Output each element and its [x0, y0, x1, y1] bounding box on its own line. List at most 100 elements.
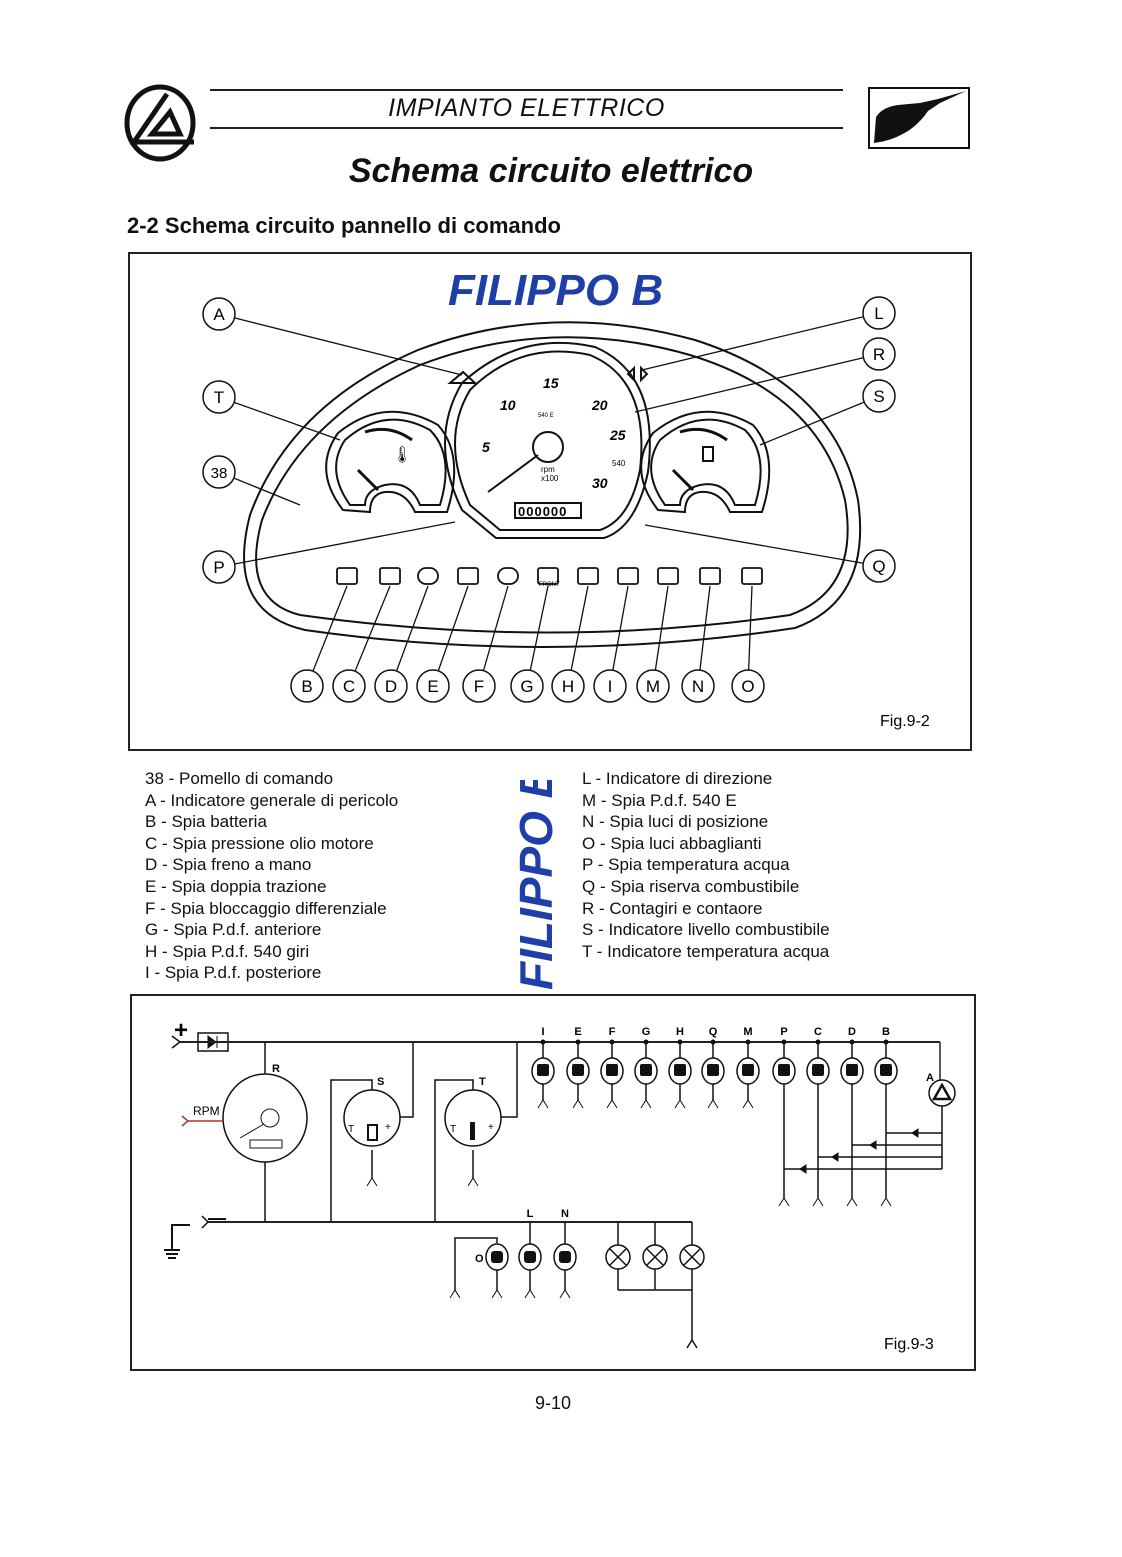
svg-text:C: C: [814, 1026, 822, 1038]
svg-text:R: R: [272, 1063, 280, 1075]
figure-caption: Fig.9-2: [880, 713, 930, 730]
hand-pointer-icon: [868, 87, 970, 149]
section-header: IMPIANTO ELETTRICO: [388, 94, 665, 122]
pto-label: 540 E: [538, 413, 554, 419]
legend-left: 38 - Pomello di comando A - Indicatore g…: [145, 768, 398, 984]
legend-item: L - Indicatore di direzione: [582, 769, 773, 788]
legend-item: 38 - Pomello di comando: [145, 769, 334, 788]
negative-terminal-label: —: [208, 1208, 226, 1228]
svg-text:G: G: [520, 677, 533, 696]
svg-text:L: L: [527, 1208, 534, 1220]
warning-triangle-icon: [447, 370, 478, 384]
page-title: Schema circuito elettrico: [348, 152, 754, 190]
callout-M: M: [636, 669, 670, 703]
svg-text:F: F: [609, 1026, 616, 1038]
legend-item: P - Spia temperatura acqua: [582, 855, 790, 875]
legend-item: E - Spia doppia trazione: [145, 876, 327, 896]
legend-item: H - Spia P.d.f. 540 giri: [145, 941, 310, 961]
tachometer-symbol: [222, 1073, 308, 1163]
callout-L: L: [862, 296, 896, 330]
lamp-n: [553, 1222, 577, 1290]
indicator-icon-m: [657, 567, 679, 585]
callout-R: R: [862, 337, 896, 371]
svg-text:C: C: [343, 677, 355, 696]
lamp-c: C: [806, 1026, 830, 1207]
svg-text:🌡: 🌡: [392, 446, 412, 464]
tacho-unit: rpm: [541, 465, 555, 474]
svg-text:M: M: [743, 1026, 752, 1038]
svg-text:E: E: [574, 1026, 581, 1038]
rpm-input-label: RPM: [193, 1104, 220, 1118]
svg-text:O: O: [475, 1253, 484, 1265]
indicator-icon-i: [617, 567, 639, 585]
pto-label: 540: [612, 459, 626, 468]
lamp-m: M: [736, 1026, 760, 1109]
callout-G: G: [510, 669, 544, 703]
svg-text:H: H: [676, 1026, 684, 1038]
svg-text:N: N: [692, 677, 704, 696]
indicator-icon-c: [379, 567, 401, 585]
callout-H: H: [551, 669, 585, 703]
callout-P: P: [202, 550, 236, 584]
indicator-icon-d: [417, 567, 439, 585]
section-title: 2-2 Schema circuito pannello di comando: [127, 213, 561, 238]
fuel-gauge-symbol: [343, 1089, 401, 1147]
legend-item: D - Spia freno a mano: [145, 855, 312, 875]
ground-icon: [164, 1224, 190, 1259]
svg-text:I: I: [608, 677, 613, 696]
lamp-h: H: [668, 1026, 692, 1109]
tacho-tick-label: 10: [500, 397, 516, 413]
svg-text:+: +: [385, 1122, 391, 1133]
svg-text:G: G: [642, 1026, 651, 1038]
svg-text:F: F: [474, 677, 484, 696]
svg-text:Q: Q: [709, 1026, 718, 1038]
svg-text:B: B: [301, 677, 312, 696]
legend-item: O - Spia luci abbaglianti: [582, 833, 762, 853]
diode-icons: [799, 1128, 919, 1174]
temp-gauge-symbol: [444, 1089, 502, 1147]
svg-text:+: +: [488, 1122, 494, 1133]
lamp-f: F: [600, 1026, 624, 1109]
legend-item: C - Spia pressione olio motore: [145, 833, 374, 853]
svg-text:N: N: [561, 1208, 569, 1220]
legend-item: Q - Spia riserva combustibile: [582, 876, 800, 896]
svg-text:P: P: [780, 1026, 787, 1038]
svg-text:I: I: [541, 1026, 544, 1038]
legend-item: I - Spia P.d.f. posteriore: [145, 963, 322, 983]
legend-item: G - Spia P.d.f. anteriore: [145, 920, 322, 940]
callout-F: F: [462, 669, 496, 703]
tacho-tick-label: 25: [609, 427, 626, 443]
callout-A: A: [202, 297, 236, 331]
svg-text:M: M: [646, 677, 660, 696]
indicator-icon-f: [497, 567, 519, 585]
legend-item: B - Spia batteria: [145, 812, 267, 832]
header-rule-top: [210, 89, 843, 91]
callout-Q: Q: [862, 549, 896, 583]
legend-item: T - Indicatore temperatura acqua: [582, 941, 830, 961]
callout-I: I: [593, 669, 627, 703]
svg-text:T: T: [348, 1124, 354, 1135]
svg-text:S: S: [873, 387, 884, 406]
svg-text:A: A: [926, 1072, 934, 1084]
figure-caption-2: Fig.9-3: [884, 1336, 934, 1353]
callout-E: E: [416, 669, 450, 703]
bulb-icon: [642, 1222, 668, 1290]
svg-text:T: T: [214, 388, 224, 407]
bulb-icon: [605, 1222, 631, 1290]
legend-item: A - Indicatore generale di pericolo: [145, 790, 399, 810]
turn-indicator-icon: [626, 365, 649, 383]
lamp-g: G: [634, 1026, 658, 1109]
indicator-icon-e: [457, 567, 479, 585]
legend-item: R - Contagiri e contaore: [582, 898, 763, 918]
indicator-icon-b: [336, 567, 358, 585]
header-rule-bottom: [210, 127, 843, 129]
callout-B: B: [290, 669, 324, 703]
callout-D: D: [374, 669, 408, 703]
indicator-icon-h: [577, 567, 599, 585]
handwritten-signature-vertical: FILIPPO B: [510, 780, 562, 990]
fuel-level-gauge: [640, 410, 771, 514]
